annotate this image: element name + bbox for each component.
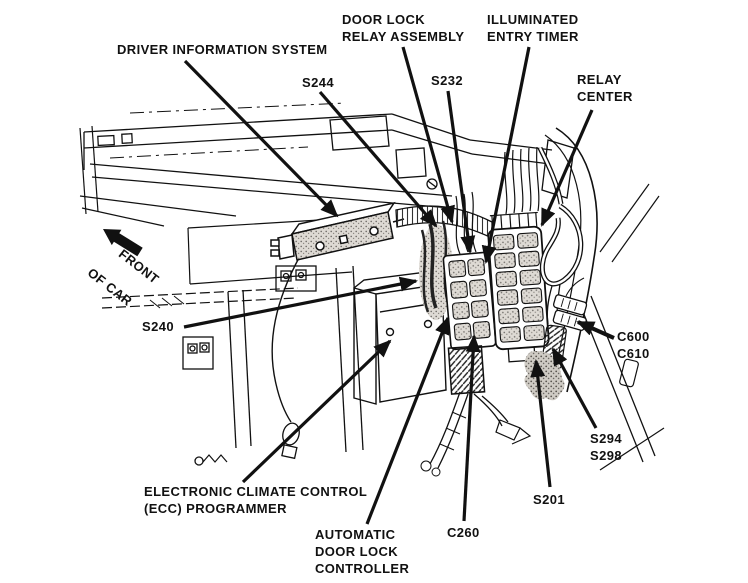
leader-illuminated-entry-timer — [481, 46, 531, 264]
label-s244: S244 — [302, 75, 334, 90]
leader-s294-s298 — [551, 347, 598, 429]
front-of-car-arrow-icon — [103, 229, 143, 257]
label-s294-s298: S294 S298 — [590, 431, 622, 463]
door-lock-relay-assembly — [420, 191, 532, 477]
branch-connector — [495, 419, 521, 441]
wire-connector — [282, 422, 300, 446]
label-s240: S240 — [142, 319, 174, 334]
label-illuminated-entry-timer: ILLUMINATED ENTRY TIMER — [487, 12, 579, 44]
leader-c260 — [462, 334, 481, 522]
leader-door-lock-relay-assembly — [401, 46, 455, 224]
label-relay-center: RELAY CENTER — [577, 72, 633, 104]
leader-s244 — [318, 90, 438, 228]
leader-s240 — [183, 276, 418, 329]
leader-driver-information-system — [183, 59, 339, 218]
leader-lines — [183, 46, 615, 525]
relay-center-block — [487, 146, 550, 363]
leader-s232 — [446, 90, 476, 254]
label-automatic-door-lock-controller: AUTOMATIC DOOR LOCK CONTROLLER — [315, 527, 410, 576]
leader-relay-center — [540, 109, 594, 227]
label-s232: S232 — [431, 73, 463, 88]
hanging-wire — [271, 255, 301, 423]
label-c600-c610: C600 C610 — [617, 329, 650, 361]
leader-adl-controller — [365, 316, 450, 525]
label-c260: C260 — [447, 525, 480, 540]
leader-s201 — [530, 359, 552, 488]
leader-c600-c610 — [576, 320, 615, 340]
dis-module — [270, 201, 405, 261]
label-driver-information-system: DRIVER INFORMATION SYSTEM — [117, 42, 328, 57]
label-ecc-programmer: ELECTRONIC CLIMATE CONTROL (ECC) PROGRAM… — [144, 484, 368, 516]
label-door-lock-relay-assembly: DOOR LOCK RELAY ASSEMBLY — [342, 12, 465, 44]
pigtail-wire — [202, 454, 228, 463]
adl-controller-connector — [447, 345, 486, 395]
label-s201: S201 — [533, 492, 565, 507]
leader-ecc-programmer — [241, 339, 392, 484]
pedal-bracket-structure — [182, 255, 364, 466]
